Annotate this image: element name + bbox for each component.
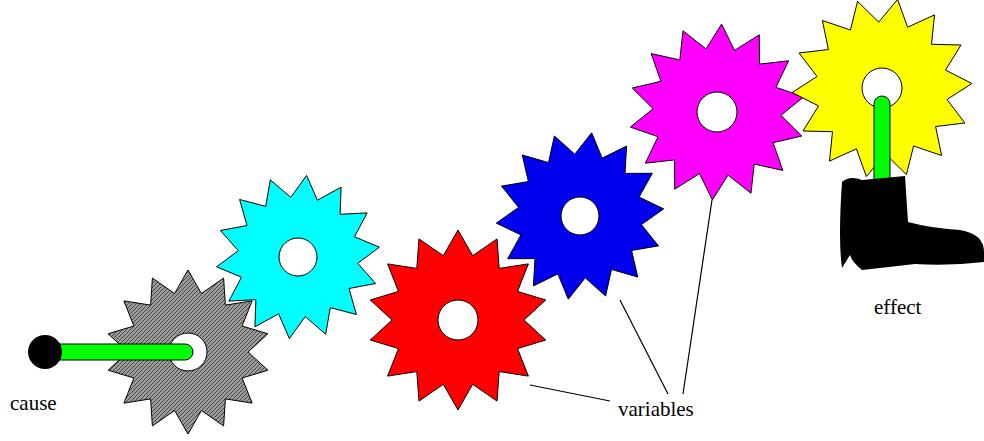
crank-arm <box>45 344 193 360</box>
boot <box>840 176 984 270</box>
crank-knob <box>28 335 62 369</box>
gear <box>217 175 380 338</box>
gear <box>496 133 663 299</box>
gear-hole <box>279 238 317 276</box>
leader-line <box>683 200 712 394</box>
leader-line <box>530 385 610 401</box>
gear-hole <box>561 197 599 235</box>
gear-hole <box>697 92 737 132</box>
leader-line <box>620 300 668 394</box>
gear-hole <box>438 300 478 340</box>
gear <box>630 24 803 200</box>
effect-label: effect <box>874 296 921 319</box>
variables-label: variables <box>618 398 694 421</box>
cause-label: cause <box>10 392 57 415</box>
